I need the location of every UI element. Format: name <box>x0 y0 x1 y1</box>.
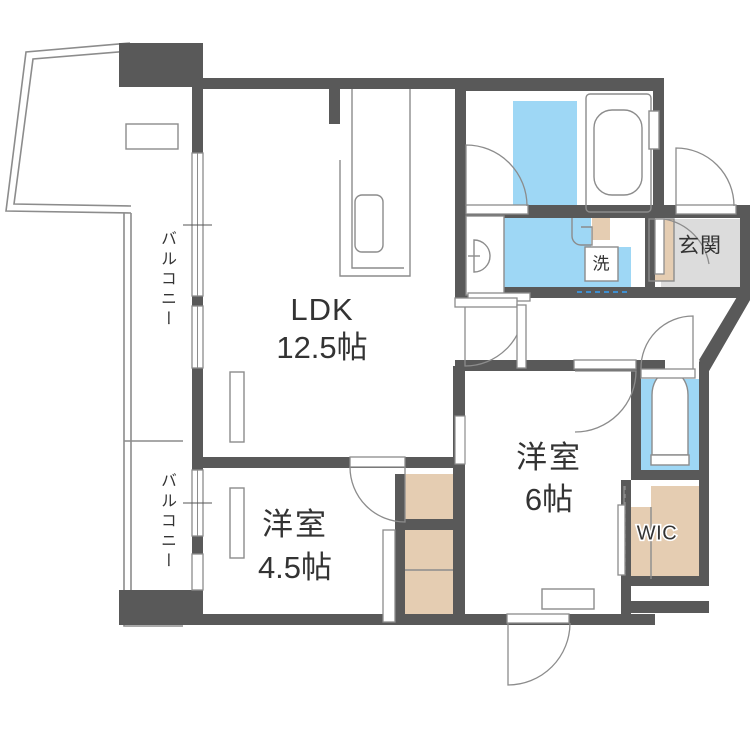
wic-closet-fill-2 <box>628 507 651 579</box>
wall-bottom-left-block <box>119 590 203 625</box>
ldk-built-in-box <box>229 371 245 443</box>
balcony-label-upper-html: バルコニー <box>154 228 178 332</box>
wall-bottom-right <box>621 601 709 613</box>
door-closet-folding <box>382 529 396 623</box>
wall-closet-left <box>395 474 405 622</box>
labels: LDK 12.5帖 洋室 4.5帖 洋室 6帖 玄関 WIC 洗 <box>258 235 722 586</box>
closet-lower-fill <box>405 530 453 622</box>
balcony-label-lower-html: バルコニー <box>154 470 178 574</box>
bathtub-inner <box>593 109 643 196</box>
window-br2-left <box>454 415 466 465</box>
small-faucet <box>571 218 593 246</box>
wall-washroom-right <box>645 205 655 298</box>
wall-toilet-bottom <box>631 470 709 480</box>
br2-built-in-box <box>541 588 595 610</box>
room-label-wic: WIC <box>637 522 677 544</box>
bath-window <box>648 110 660 150</box>
wall-right-top <box>740 205 750 295</box>
doors <box>349 144 737 686</box>
room-size-ldk: 12.5帖 <box>276 330 367 365</box>
wic-closet-fill <box>651 486 699 579</box>
room-label-washitsu2: 洋室 <box>516 440 582 475</box>
window-br1-b <box>191 553 204 591</box>
wall-washroom-left <box>455 205 466 298</box>
wall-bath-left <box>455 89 466 211</box>
kitchen-counter-inner <box>351 89 404 269</box>
balcony-rail-inner <box>13 50 132 207</box>
room-label-genkan: 玄関 <box>678 235 722 258</box>
toilet-tank <box>650 454 690 466</box>
room-label-washitsu1: 洋室 <box>262 507 328 542</box>
window-ldk-upper <box>183 152 212 297</box>
wall-right-exterior-a <box>699 371 709 586</box>
balcony-ac-unit <box>125 123 179 150</box>
door-br1 <box>349 456 406 523</box>
door-wic <box>617 486 626 576</box>
room-label-washer: 洗 <box>593 254 610 273</box>
wall-br2-left <box>455 360 465 625</box>
wall-bottom-br1 <box>192 614 462 625</box>
fixtures-linework <box>125 89 690 610</box>
room-size-washitsu2: 6帖 <box>525 482 573 517</box>
wall-top-left-block <box>119 43 203 87</box>
door-ldk-hall <box>454 297 527 369</box>
wall-br2-right-lower <box>621 576 631 625</box>
kitchen-counter <box>339 89 411 277</box>
balcony-rail-outer <box>5 42 132 214</box>
washroom-fill <box>503 218 591 293</box>
washer-box <box>584 246 619 282</box>
wall-closet-mid <box>395 519 453 530</box>
door-toilet <box>640 315 696 379</box>
bath-wetarea-fill <box>513 101 577 211</box>
wall-br1-left-b <box>192 536 203 554</box>
closet-upper-fill <box>405 474 453 522</box>
door-genkan-entry <box>675 147 737 215</box>
br1-built-in-box <box>229 487 245 559</box>
toilet-bowl <box>651 370 689 456</box>
wall-wic-left <box>621 480 631 586</box>
door-br2 <box>573 359 637 433</box>
wall-washroom-bottom <box>455 287 655 298</box>
window-br1 <box>183 469 212 537</box>
door-br2-bottom <box>506 613 571 686</box>
kitchen-cabinet-fill <box>592 218 610 240</box>
vanity-basin <box>473 239 491 273</box>
door-hall-genkan <box>654 218 710 275</box>
wall-wic-bottom <box>621 576 709 586</box>
bathtub-outer <box>585 93 652 213</box>
wall-angled-corner-fill <box>699 292 750 371</box>
kitchen-sink <box>354 194 384 253</box>
wall-bath-top <box>455 78 664 91</box>
wall-genkan-bottom <box>645 287 740 298</box>
wall-ldk-left-a <box>192 78 203 153</box>
wall-ldk-left-c <box>192 368 203 457</box>
room-label-ldk: LDK <box>290 292 353 327</box>
wall-ldk-br1-divider <box>203 457 462 468</box>
windows <box>183 152 466 591</box>
wall-toilet-left <box>631 371 641 479</box>
wall-kitchen-stub <box>329 89 340 124</box>
wall-ldk-left-b <box>192 296 203 306</box>
door-bath <box>465 144 529 215</box>
wall-hall-bottom <box>455 360 665 371</box>
wall-ldk-top <box>203 78 523 89</box>
room-size-washitsu1: 4.5帖 <box>258 550 332 585</box>
window-ldk-lower <box>191 305 204 369</box>
balcony-slab-outline-2 <box>123 213 183 627</box>
wall-br1-left-a <box>192 457 203 470</box>
